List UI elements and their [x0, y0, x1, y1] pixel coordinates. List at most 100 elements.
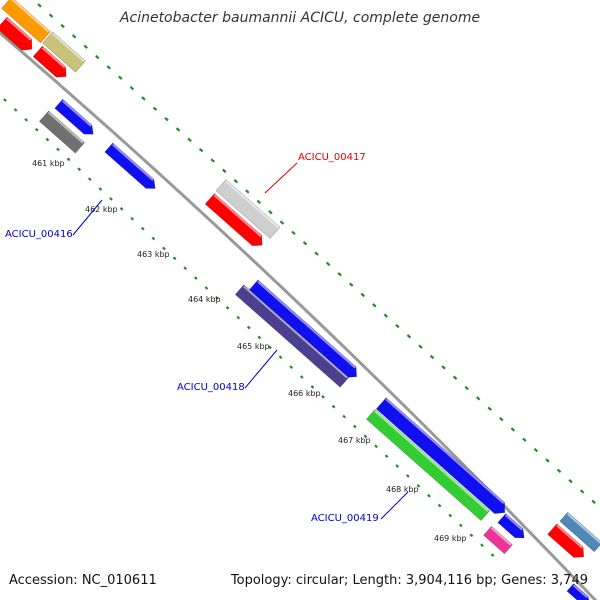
- tick-mark: [152, 106, 158, 111]
- tick-mark: [233, 179, 239, 184]
- tick-mark: [175, 127, 181, 132]
- tick-label: 462 kbp: [85, 205, 118, 214]
- feature-highlight: [47, 111, 84, 144]
- red-gene[interactable]: [32, 45, 71, 82]
- tick-mark: [87, 177, 92, 181]
- tick-mark: [395, 323, 400, 329]
- tick-mark: [291, 230, 296, 236]
- tick-mark: [66, 157, 71, 162]
- tick-mark: [162, 246, 166, 251]
- tick-mark: [522, 437, 527, 442]
- gene-label[interactable]: ACICU_00416: [5, 229, 73, 240]
- tick-mark: [441, 365, 446, 370]
- tick-mark: [98, 187, 103, 191]
- olive-gene[interactable]: [42, 31, 86, 73]
- tick-mark: [579, 489, 585, 494]
- feature-body: [483, 525, 513, 555]
- tick-mark: [198, 147, 204, 153]
- tick-mark: [95, 54, 100, 60]
- feature-body: [559, 511, 600, 553]
- tick-mark: [448, 513, 453, 518]
- gene-label-leader: [264, 162, 298, 194]
- tick-mark: [337, 272, 342, 277]
- feature-highlight: [257, 280, 356, 369]
- tick-mark: [48, 13, 54, 18]
- tick-mark: [427, 493, 431, 498]
- tick-mark: [141, 96, 146, 101]
- blue-gene[interactable]: [104, 142, 159, 193]
- feature-highlight: [374, 410, 489, 512]
- feature-highlight: [243, 285, 348, 379]
- feature-body: [104, 142, 156, 189]
- tick-mark: [268, 345, 272, 350]
- orange-gene[interactable]: [1, 0, 51, 44]
- blue-gene[interactable]: [566, 583, 593, 600]
- gene-label[interactable]: ACICU_00417: [298, 152, 366, 163]
- green-gene[interactable]: [365, 409, 491, 521]
- tick-mark: [384, 454, 389, 458]
- feature-body: [234, 284, 350, 388]
- tick-mark: [349, 282, 354, 287]
- tick-mark: [556, 468, 562, 473]
- map-title: Acinetobacter baumannii ACICU, complete …: [119, 10, 481, 26]
- tick-mark: [3, 98, 7, 102]
- feature-body: [547, 523, 585, 558]
- tick-mark: [193, 276, 198, 280]
- tick-mark: [310, 385, 315, 389]
- tick-mark: [533, 447, 539, 453]
- tick-label: 464 kbp: [188, 295, 221, 304]
- gene-label[interactable]: ACICU_00418: [177, 382, 245, 393]
- tick-mark: [360, 292, 365, 298]
- tick-mark: [452, 375, 458, 380]
- purple-gene[interactable]: [234, 284, 350, 388]
- tick-mark: [374, 444, 378, 449]
- red-gene[interactable]: [547, 523, 589, 562]
- tick-mark: [568, 478, 573, 484]
- blue-gene[interactable]: [375, 397, 510, 519]
- genome-backbone: [0, 30, 598, 600]
- tick-mark: [321, 394, 325, 399]
- tick-mark: [487, 406, 492, 411]
- feature-body: [365, 409, 491, 521]
- inner-tick-ring: [3, 98, 495, 557]
- tick-mark: [405, 474, 410, 478]
- outer-tick-ring: [37, 3, 596, 504]
- tick-mark: [204, 286, 209, 290]
- tick-mark: [314, 251, 319, 256]
- red-gene[interactable]: [204, 193, 267, 251]
- tick-mark: [289, 365, 294, 369]
- tick-mark: [278, 355, 283, 360]
- tick-mark: [268, 210, 273, 215]
- feature-highlight: [567, 513, 600, 544]
- steelblue-gene[interactable]: [559, 511, 600, 553]
- tick-mark: [60, 23, 65, 29]
- tick-mark: [45, 137, 50, 142]
- tick-mark: [129, 85, 135, 91]
- feature-highlight: [572, 584, 589, 599]
- tick-mark: [118, 75, 123, 80]
- tick-label: 467 kbp: [338, 436, 371, 445]
- blue-gene[interactable]: [497, 513, 528, 543]
- tick-mark: [545, 458, 550, 463]
- tick-mark: [119, 207, 124, 211]
- magenta-gene[interactable]: [483, 525, 513, 555]
- tick-mark: [256, 199, 262, 205]
- tick-mark: [109, 197, 113, 201]
- tick-mark: [151, 236, 156, 241]
- tick-mark: [395, 464, 400, 468]
- grey-gene[interactable]: [38, 110, 86, 154]
- gene-label[interactable]: ACICU_00419: [311, 513, 379, 524]
- tick-mark: [302, 241, 308, 246]
- feature-highlight: [556, 524, 583, 549]
- tick-mark: [210, 158, 215, 163]
- silver-gene[interactable]: [215, 179, 281, 239]
- red-gene[interactable]: [0, 16, 37, 55]
- tick-mark: [236, 315, 241, 320]
- tick-mark: [490, 553, 495, 557]
- tick-mark: [215, 296, 219, 300]
- tick-mark: [172, 256, 177, 261]
- blue-gene[interactable]: [54, 98, 97, 138]
- tick-mark: [83, 44, 88, 49]
- blue-gene[interactable]: [248, 279, 362, 382]
